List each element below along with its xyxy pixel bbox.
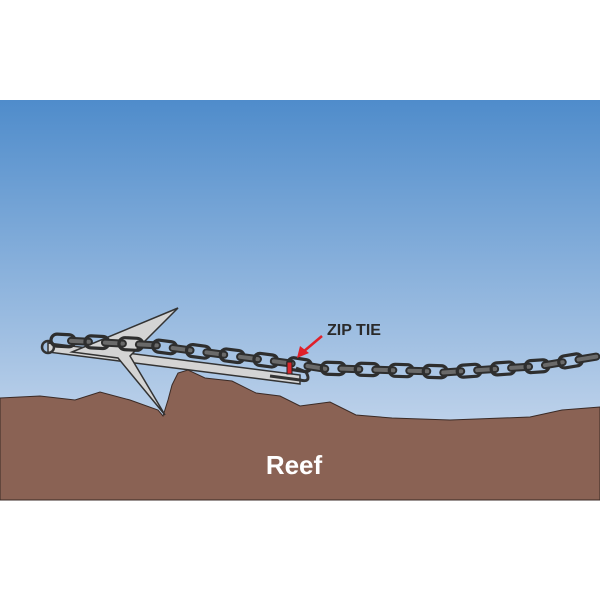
anchor: [40, 307, 310, 416]
chain-link: [473, 364, 500, 375]
chain-link: [66, 336, 93, 346]
chain-link: [439, 367, 466, 377]
zip-tie-arrow: [297, 335, 323, 358]
anchor-flukes: [69, 307, 179, 416]
reef-label: Reef: [265, 450, 323, 480]
chain-link: [574, 352, 600, 364]
chain-link: [507, 362, 534, 372]
reef: [0, 369, 600, 501]
zip-tie-label: ZIP TIE: [327, 322, 381, 339]
sky: [0, 100, 600, 420]
chain-link: [100, 338, 127, 348]
zip-tie: [286, 361, 293, 375]
chain-link: [337, 364, 364, 374]
chain-link: [371, 365, 398, 375]
chain-links: [49, 332, 600, 380]
chain-link: [405, 366, 432, 376]
